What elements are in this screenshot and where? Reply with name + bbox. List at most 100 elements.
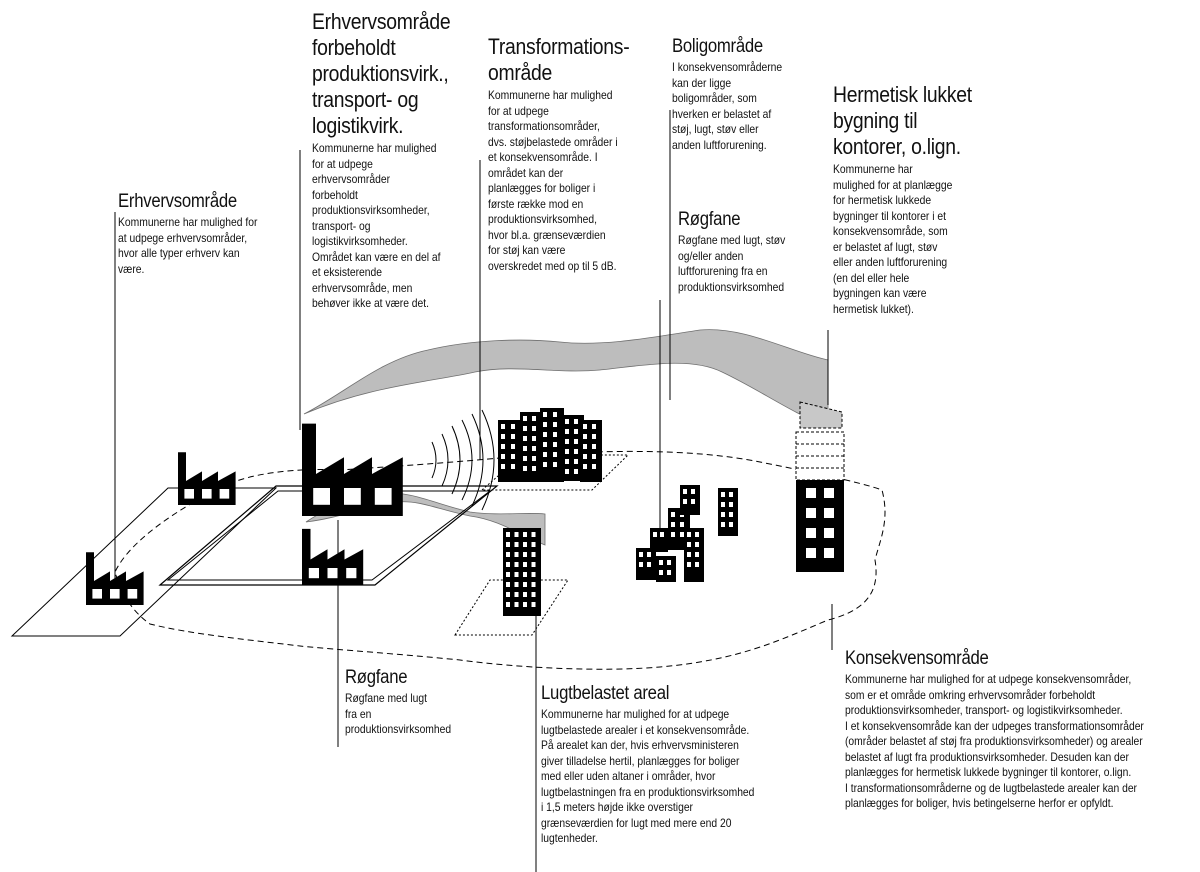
label-body: Kommunerne har mulighed for at udpege lu… [541, 707, 755, 845]
window [574, 449, 578, 454]
window [824, 488, 834, 498]
window [531, 582, 536, 587]
window [553, 412, 557, 417]
label-body: Røgfane med lugt, støv og/eller anden lu… [678, 233, 786, 294]
window [583, 444, 587, 449]
window [543, 442, 547, 447]
window [824, 548, 834, 558]
window [523, 416, 527, 421]
window [523, 602, 527, 607]
window [532, 436, 536, 441]
window [523, 572, 527, 577]
window [653, 532, 657, 537]
window [592, 434, 596, 439]
window [721, 502, 725, 507]
window [506, 592, 510, 597]
window [671, 522, 675, 527]
window [523, 552, 527, 557]
window [729, 512, 733, 517]
factory-icon [178, 452, 236, 505]
label-title: Transformations- område [488, 34, 630, 85]
label-roegfane-bottom: Røgfane Røgfane med lugt fra en produkti… [345, 667, 468, 738]
window [506, 532, 510, 537]
window [511, 444, 515, 449]
window [660, 532, 664, 537]
window [553, 462, 557, 467]
forbeholdt-area-outline [158, 485, 499, 586]
window [806, 528, 816, 538]
window [683, 499, 687, 504]
window [543, 452, 547, 457]
window [806, 488, 816, 498]
window [506, 602, 510, 607]
window [506, 572, 510, 577]
window [531, 542, 536, 547]
window [683, 489, 687, 494]
window [729, 492, 733, 497]
window [592, 444, 596, 449]
label-lugtbelastet: Lugtbelastet areal Kommunerne har muligh… [541, 683, 789, 847]
window [574, 419, 578, 424]
label-body: Kommunerne har mulighed for at udpege tr… [488, 88, 618, 273]
window [531, 572, 536, 577]
window [514, 602, 519, 607]
window [543, 432, 547, 437]
window [543, 462, 547, 467]
window [806, 548, 816, 558]
label-body: Kommunerne har mulighed for at udpege er… [312, 141, 441, 310]
window [565, 459, 569, 464]
apartment-block [656, 556, 676, 582]
label-title: Erhvervsområde [118, 191, 237, 212]
apartment-block [684, 528, 704, 582]
window [565, 449, 569, 454]
window [639, 552, 643, 557]
window [667, 560, 671, 565]
window [583, 464, 587, 469]
label-title: Konsekvensområde [845, 648, 989, 669]
label-title: Lugtbelastet areal [541, 683, 670, 704]
window [695, 542, 699, 547]
window [506, 582, 510, 587]
window [583, 434, 587, 439]
window [687, 552, 691, 557]
window [553, 442, 557, 447]
window [565, 439, 569, 444]
window [523, 592, 527, 597]
window [574, 429, 578, 434]
window [501, 464, 505, 469]
factory-icon [302, 423, 403, 516]
window [553, 452, 557, 457]
apartment-block-icon [498, 408, 738, 616]
factory-icon [302, 528, 364, 585]
label-roegfane-top: Røgfane Røgfane med lugt, støv og/eller … [678, 209, 803, 295]
noise-wave-icon [431, 409, 495, 511]
window [514, 572, 519, 577]
window [695, 562, 699, 567]
label-boligomraade: Boligområde I konsekvensområderne kan de… [672, 36, 800, 153]
window [514, 542, 519, 547]
window [506, 552, 510, 557]
window [531, 592, 536, 597]
window [543, 422, 547, 427]
window [583, 424, 587, 429]
window [523, 466, 527, 471]
window [721, 522, 725, 527]
window [687, 562, 691, 567]
window [695, 552, 699, 557]
window [695, 532, 699, 537]
window [574, 469, 578, 474]
window [583, 454, 587, 459]
window [574, 459, 578, 464]
leader-lines [114, 110, 833, 872]
window [667, 570, 671, 575]
window [687, 542, 691, 547]
window [501, 444, 505, 449]
window [511, 434, 515, 439]
window [659, 570, 663, 575]
window [824, 508, 834, 518]
window [647, 562, 651, 567]
label-forbeholdt: Erhvervsområde forbeholdt produktionsvir… [312, 9, 469, 312]
window [506, 542, 510, 547]
apartment-block [580, 420, 602, 482]
window [523, 436, 527, 441]
